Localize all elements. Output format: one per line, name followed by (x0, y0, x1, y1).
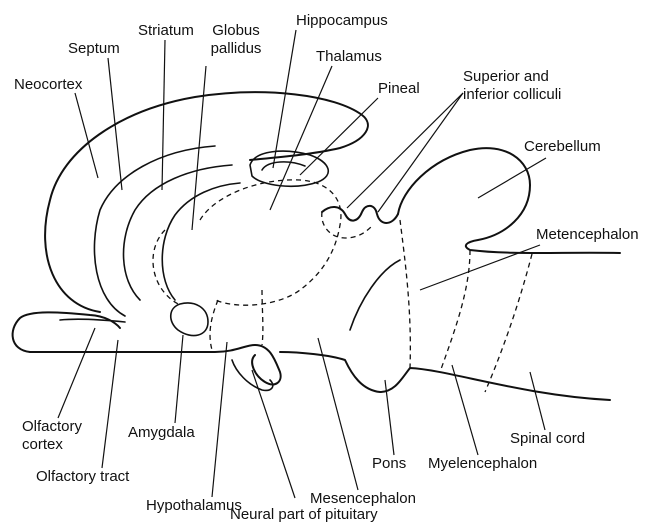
leader-colliculi-2 (378, 93, 463, 212)
label-hypothalamus: Hypothalamus (146, 497, 242, 515)
leader-olfactory-cortex (58, 328, 95, 418)
midbrain-hind-boundary (400, 220, 410, 368)
label-pineal: Pineal (378, 80, 420, 98)
leader-thalamus (270, 66, 332, 210)
label-myelencephalon: Myelencephalon (428, 455, 537, 473)
leader-olfactory-tract (102, 340, 118, 468)
label-globus-pallidus: Globus pallidus (200, 22, 272, 58)
label-neural-pituitary: Neural part of pituitary (230, 506, 378, 524)
amygdala-shape (171, 303, 208, 336)
colliculi-bumps (322, 206, 398, 223)
leader-cerebellum (478, 158, 546, 198)
globus-dashed (153, 230, 180, 305)
label-striatum: Striatum (138, 22, 194, 40)
label-hippocampus: Hippocampus (296, 12, 388, 30)
hypothalamus-boundary (210, 300, 218, 350)
label-olfactory-cortex: Olfactory cortex (22, 418, 82, 454)
label-mesencephalon: Mesencephalon (310, 490, 416, 508)
leader-hypothalamus (212, 342, 227, 497)
pons-inner (350, 260, 400, 330)
leader-mesencephalon (318, 338, 358, 490)
leader-colliculi-1 (347, 93, 463, 208)
leader-septum (108, 58, 122, 190)
olfactory-tract-line (60, 319, 125, 322)
leader-pituitary (252, 370, 295, 498)
label-globus-line2: pallidus (200, 40, 272, 58)
globus-curve (162, 183, 240, 300)
metencephalon-boundary (440, 250, 470, 372)
mesencephalon-boundary (262, 290, 263, 345)
leader-amygdala (175, 335, 183, 423)
leader-neocortex (75, 93, 98, 178)
label-cerebellum: Cerebellum (524, 138, 601, 156)
hippocampus-inner (262, 162, 305, 170)
label-colliculi-line2: inferior colliculi (463, 86, 561, 104)
label-pons: Pons (372, 455, 406, 473)
label-olfactory-cortex-line1: Olfactory (22, 418, 82, 436)
label-spinal-cord: Spinal cord (510, 430, 585, 448)
label-olfactory-tract: Olfactory tract (36, 468, 129, 486)
label-neocortex: Neocortex (14, 76, 82, 94)
label-colliculi: Superior and inferior colliculi (463, 68, 561, 104)
label-septum: Septum (68, 40, 120, 58)
leader-spinal-cord (530, 372, 545, 430)
striatum-curve (124, 165, 232, 300)
myelencephalon-boundary (485, 254, 532, 392)
leader-striatum (162, 40, 165, 190)
leader-hippocampus (273, 30, 296, 168)
label-metencephalon: Metencephalon (536, 226, 639, 244)
olfactory-bulb (13, 312, 120, 352)
label-globus-line1: Globus (200, 22, 272, 40)
label-olfactory-cortex-line2: cortex (22, 436, 82, 454)
thalamus-boundary (200, 180, 341, 305)
leader-pineal (300, 98, 378, 175)
neocortex-outline (45, 92, 368, 312)
leader-pons (385, 380, 394, 455)
label-thalamus: Thalamus (316, 48, 382, 66)
label-amygdala: Amygdala (128, 424, 195, 442)
label-colliculi-line1: Superior and (463, 68, 561, 86)
